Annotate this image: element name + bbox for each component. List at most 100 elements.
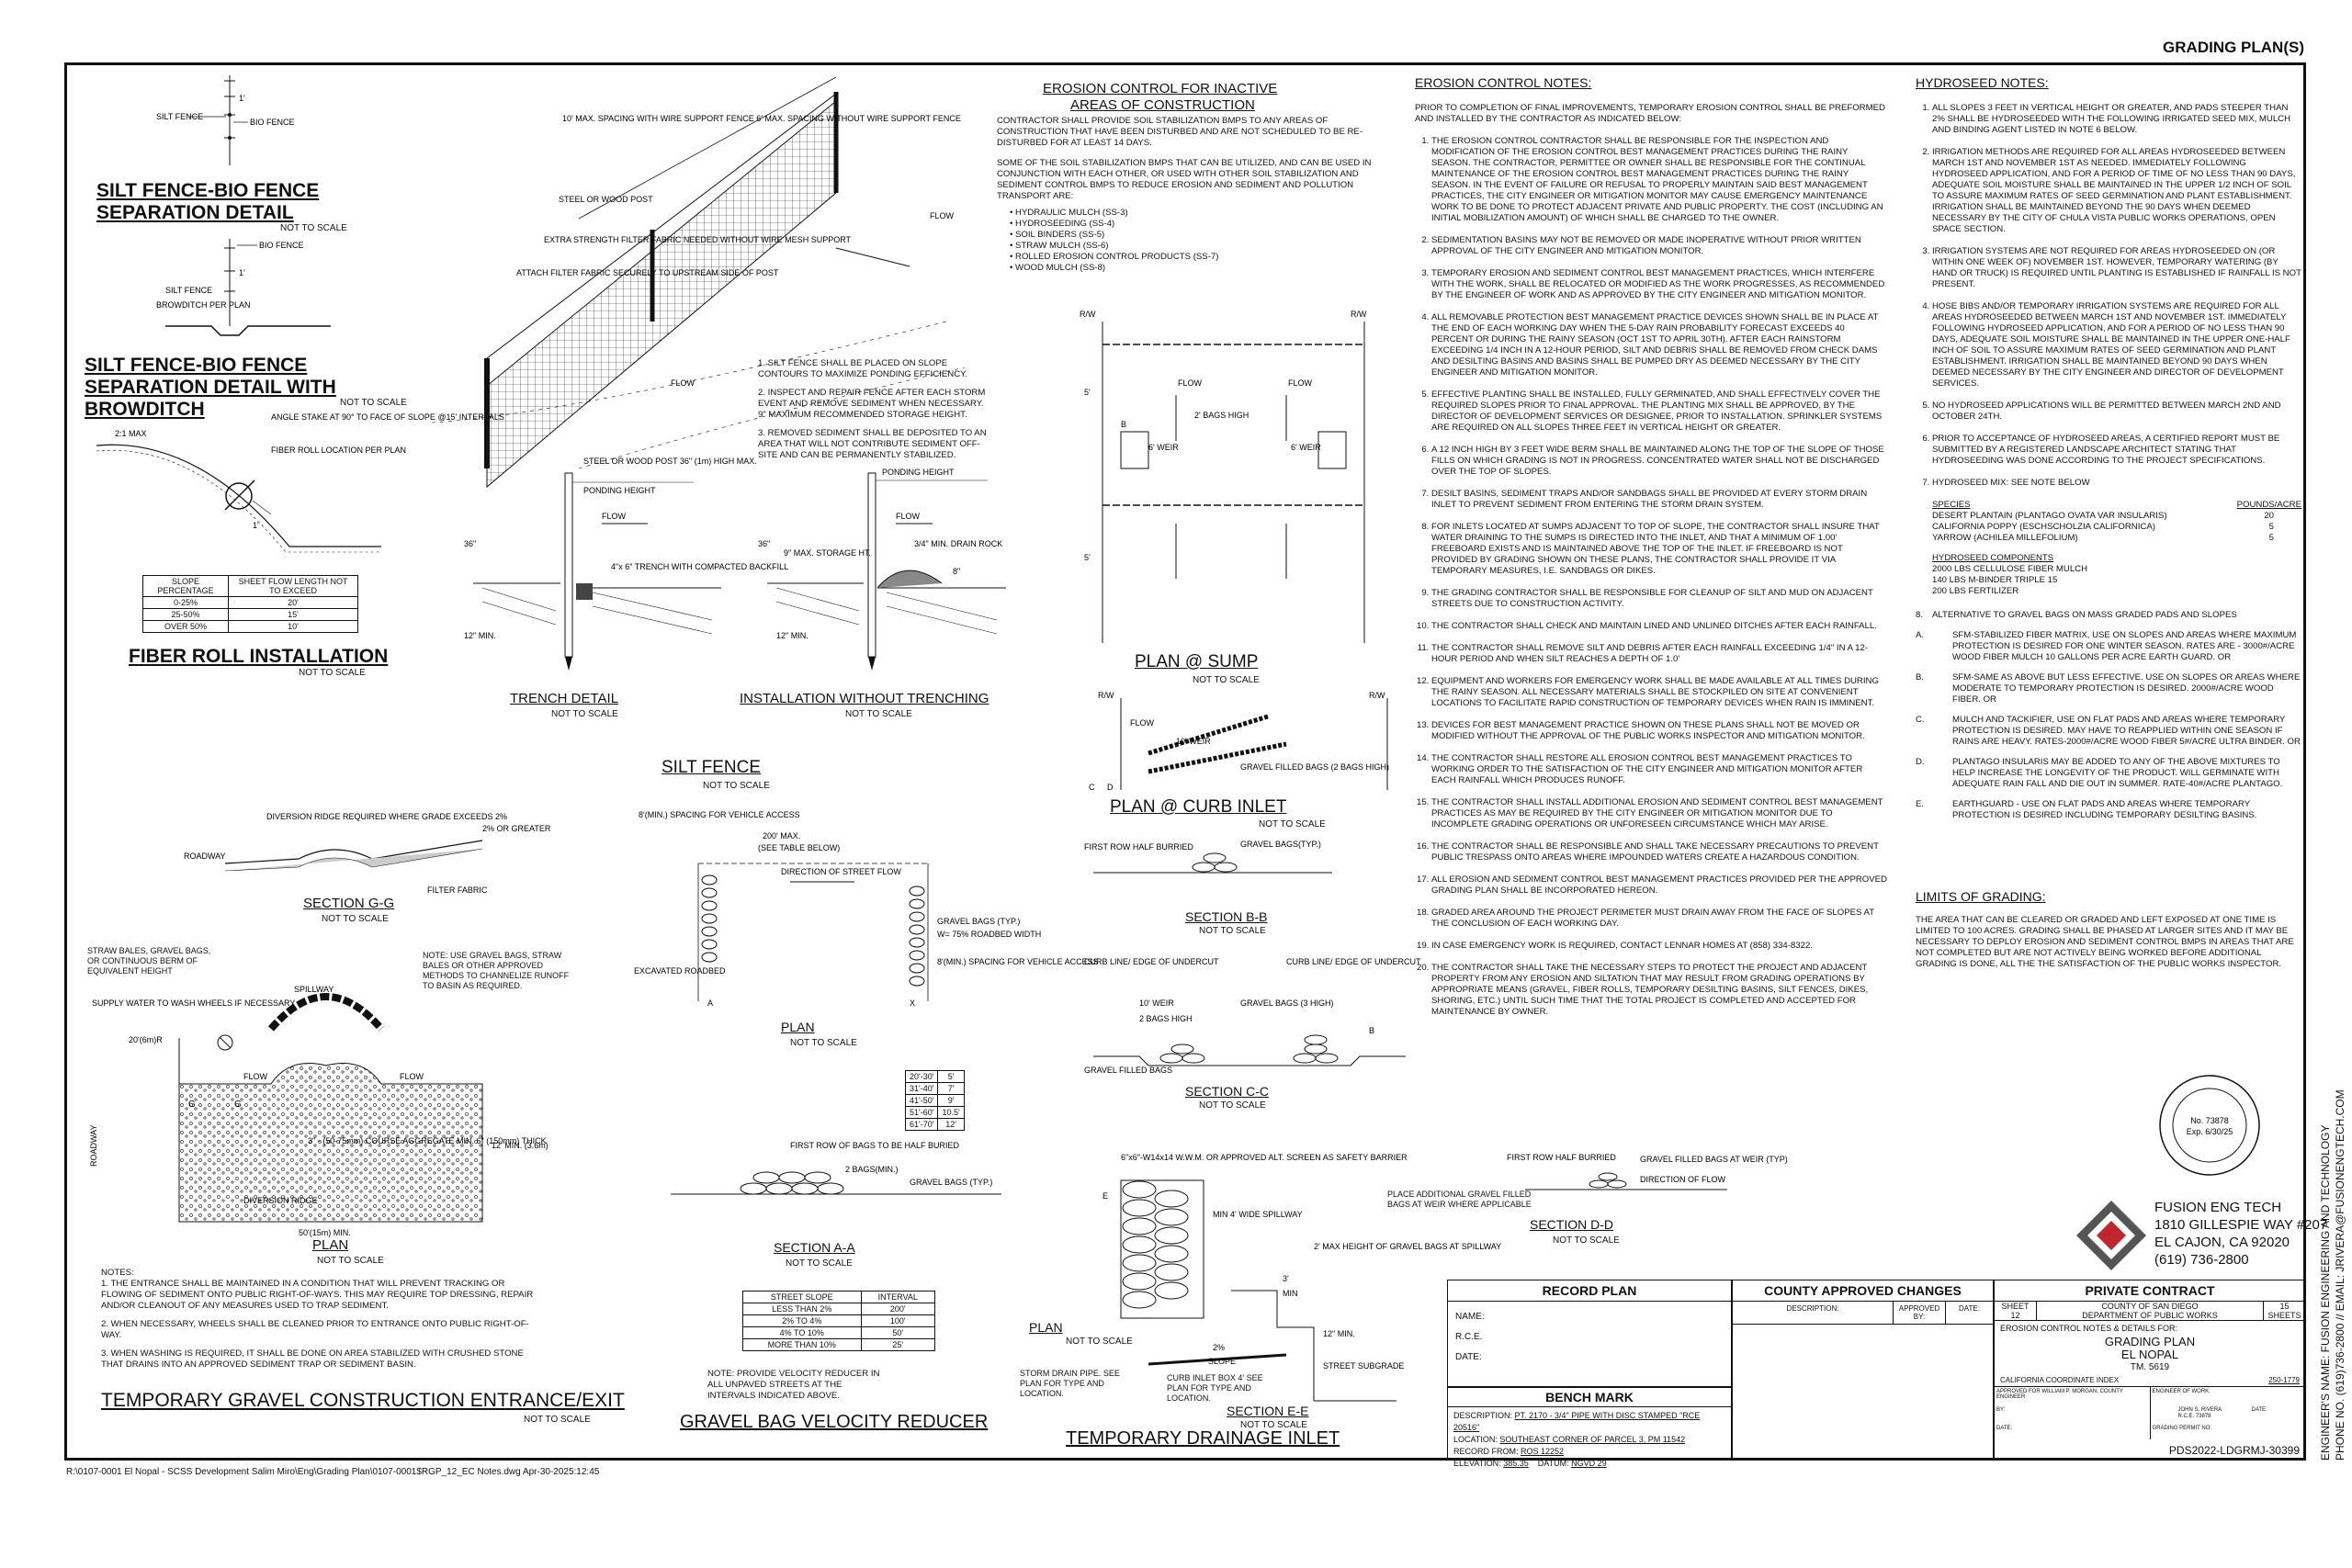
table-row: 2% TO 4%100'	[742, 1314, 936, 1327]
ge-label-supply: SUPPLY WATER TO WASH WHEELS IF NECESSARY	[92, 998, 295, 1008]
di-label-pipe: STORM DRAIN PIPE. SEE PLAN FOR TYPE AND …	[1020, 1369, 1120, 1398]
cc-label-curb-1: CURB LINE/ EDGE OF UNDERCUT	[1084, 957, 1219, 966]
ge-label-roadway: ROADWAY	[89, 1124, 98, 1167]
hydroseed-body: ALL SLOPES 3 FEET IN VERTICAL HEIGHT OR …	[1916, 103, 2301, 830]
sump-label-5-2: 5'	[1084, 553, 1091, 562]
list-item: THE CONTRACTOR SHALL INSTALL ADDITIONAL …	[1431, 797, 1888, 830]
company-logo-icon	[2076, 1201, 2146, 1270]
section-cc-drawing: CURB LINE/ EDGE OF UNDERCUT CURB LINE/ E…	[1084, 957, 1421, 1075]
ci-label-rw-2: R/W	[1369, 691, 1385, 700]
vr-label-excavated: EXCAVATED ROADBED	[634, 966, 726, 976]
nt-label-36: 36"	[758, 539, 770, 548]
gg-label-ridge: DIVERSION RIDGE REQUIRED WHERE GRADE EXC…	[266, 812, 507, 821]
list-item: ALL EROSION AND SEDIMENT CONTROL BEST MA…	[1431, 874, 1888, 897]
gg-label-fabric: FILTER FABRIC	[427, 886, 488, 895]
sump-label-flow-2: FLOW	[1288, 378, 1313, 388]
limits-title: LIMITS OF GRADING:	[1916, 889, 2046, 904]
section-cc-title: SECTION C-C	[1185, 1084, 1269, 1099]
bd-label-browditch: BROWDITCH PER PLAN	[156, 300, 251, 310]
list-item: SEDIMENTATION BASINS MAY NOT BE REMOVED …	[1431, 235, 1888, 257]
list-item: THE CONTRACTOR SHALL REMOVE SILT AND DEB…	[1431, 643, 1888, 665]
list-item: THE EROSION CONTROL CONTRACTOR SHALL BE …	[1431, 136, 1888, 224]
di-label-spillway: MIN 4' WIDE SPILLWAY	[1213, 1210, 1303, 1219]
di-label-12: 12" MIN.	[1323, 1329, 1355, 1338]
ge-label-g2: G	[188, 1100, 196, 1110]
list-item: ALL REMOVABLE PROTECTION BEST MANAGEMENT…	[1431, 312, 1888, 378]
trench-label-12: 12" MIN.	[464, 631, 496, 640]
trench-drawing: STEEL OR WOOD POST 36" (1m) HIGH MAX. PO…	[464, 457, 788, 671]
gravel-entrance-drawing: SUPPLY WATER TO WASH WHEELS IF NECESSARY…	[89, 985, 548, 1237]
bd-label-silt: SILT FENCE	[165, 286, 212, 295]
ci-label-c: C	[1089, 783, 1095, 792]
seal-number: No. 73878	[2190, 1116, 2229, 1125]
vs-label-2bags: 2 BAGS(MIN.)	[845, 1165, 899, 1174]
list-item: IRRIGATION METHODS ARE REQUIRED FOR ALL …	[1932, 147, 2301, 235]
list-item: • ROLLED EROSION CONTROL PRODUCTS (SS-7)	[1010, 252, 1219, 262]
ge-label-diversion: DIVERSION RIDGE	[243, 1196, 318, 1205]
sump-label-b: B	[1121, 420, 1126, 429]
vs-label-first: FIRST ROW OF BAGS TO BE HALF BURIED	[790, 1141, 960, 1150]
no-trench-drawing: PONDING HEIGHT FLOW 3/4" MIN. DRAIN ROCK…	[758, 468, 1006, 671]
di-label-max: 2' MAX HEIGHT OF GRAVEL BAGS AT SPILLWAY	[1314, 1242, 1501, 1251]
ci-label-weir: 10' WEIR	[1176, 737, 1211, 746]
list-item: A.SFM-STABILIZED FIBER MATRIX, USE ON SL…	[1916, 630, 2297, 662]
section-gg-drawing: DIVERSION RIDGE REQUIRED WHERE GRADE EXC…	[184, 812, 551, 895]
list-item: THE GRADING CONTRACTOR SHALL BE RESPONSI…	[1431, 588, 1888, 610]
list-item: A 12 INCH HIGH BY 3 FEET WIDE BERM SHALL…	[1431, 445, 1888, 478]
silt-bio-sep-scale: NOT TO SCALE	[280, 223, 347, 233]
sump-label-weir-2: 6' WEIR	[1291, 443, 1321, 452]
sump-label-rw-2: R/W	[1351, 310, 1367, 319]
no-trench-scale: NOT TO SCALE	[845, 709, 912, 719]
vr-label-200: 200' MAX.	[763, 831, 800, 840]
trench-label-36: 36"	[464, 539, 476, 548]
sf3d-label-spacing: 10' MAX. SPACING WITH WIRE SUPPORT FENCE…	[562, 114, 961, 123]
ge-label-width: 12' MIN. (3.6m)	[492, 1141, 548, 1150]
list-item: HOSE BIBS AND/OR TEMPORARY IRRIGATION SY…	[1932, 301, 2301, 389]
browditch-title: SILT FENCE-BIO FENCE SEPARATION DETAIL W…	[85, 355, 336, 420]
table-row: MORE THAN 10%25'	[742, 1338, 936, 1351]
vr-label-a: A	[707, 998, 713, 1008]
list-item: • HYDROSEEDING (SS-4)	[1010, 219, 1115, 229]
vr-label-bags: GRAVEL BAGS (TYP.)	[937, 917, 1020, 926]
list-item: C.MULCH AND TACKIFIER, USE ON FLAT PADS …	[1916, 715, 2301, 747]
cc-label-weir: 10' WEIR	[1139, 998, 1174, 1008]
list-item: • STRAW MULCH (SS-6)	[1010, 241, 1109, 251]
sump-label-5-1: 5'	[1084, 388, 1091, 397]
velocity-plan-scale: NOT TO SCALE	[790, 1038, 857, 1048]
seal-expiry: Exp. 6/30/25	[2187, 1127, 2233, 1136]
drain-section-scale: NOT TO SCALE	[1240, 1420, 1307, 1430]
erosion-notes-list: THE EROSION CONTROL CONTRACTOR SHALL BE …	[1415, 136, 1888, 1018]
sump-label-flow-1: FLOW	[1178, 378, 1203, 388]
di-label-3: 3'	[1283, 1274, 1289, 1283]
silt-fence-title: SILT FENCE	[662, 758, 762, 777]
inactive-title-1: EROSION CONTROL FOR INACTIVE	[1043, 81, 1278, 96]
sep-label-dim: 1'	[239, 94, 245, 103]
section-cc-scale: NOT TO SCALE	[1199, 1100, 1266, 1111]
silt-fence-notes: 1. SILT FENCE SHALL BE PLACED ON SLOPE C…	[758, 358, 987, 460]
limits-text: THE AREA THAT CAN BE CLEARED OR GRADED A…	[1916, 915, 2294, 969]
nt-label-flow: FLOW	[896, 512, 921, 521]
table-row: 20'-30'5'	[904, 1070, 965, 1083]
fiber-roll-title: FIBER ROLL INSTALLATION	[129, 646, 389, 667]
list-item: DESERT PLANTAIN (PLANTAGO OVATA VAR INSU…	[1932, 511, 2274, 521]
list-item: • HYDRAULIC MULCH (SS-3)	[1010, 208, 1128, 218]
browditch-drawing: BIO FENCE SILT FENCE BROWDITCH PER PLAN …	[156, 239, 331, 336]
velocity-section-title: SECTION A-A	[774, 1240, 855, 1255]
fr-label-dim: 1'	[253, 521, 259, 530]
engineer-vertical-1: ENGINEER'S NAME: FUSION ENGINEERING AND …	[2319, 1124, 2332, 1461]
fr-label-location: FIBER ROLL LOCATION PER PLAN	[271, 446, 406, 455]
fr-label-slope: 2:1 MAX	[115, 429, 147, 438]
nt-label-ponding: PONDING HEIGHT	[882, 468, 955, 477]
di-label-subgrade: STREET SUBGRADE	[1323, 1361, 1404, 1371]
section-dd-title: SECTION D-D	[1530, 1217, 1613, 1232]
list-item: CALIFORNIA POPPY (ESCHSCHOLZIA CALIFORNI…	[1932, 522, 2274, 532]
di-label-box: CURB INLET BOX 4' SEE PLAN FOR TYPE AND …	[1167, 1373, 1263, 1403]
list-item: B.SFM-SAME AS ABOVE BUT LESS EFFECTIVE. …	[1916, 672, 2301, 705]
sump-scale: NOT TO SCALE	[1193, 675, 1260, 685]
table-row: 4% TO 10%50'	[742, 1326, 936, 1339]
erosion-notes-body: PRIOR TO COMPLETION OF FINAL IMPROVEMENT…	[1415, 103, 1888, 1029]
browditch-scale: NOT TO SCALE	[340, 398, 407, 408]
list-item: THE CONTRACTOR SHALL CHECK AND MAINTAIN …	[1431, 621, 1888, 632]
